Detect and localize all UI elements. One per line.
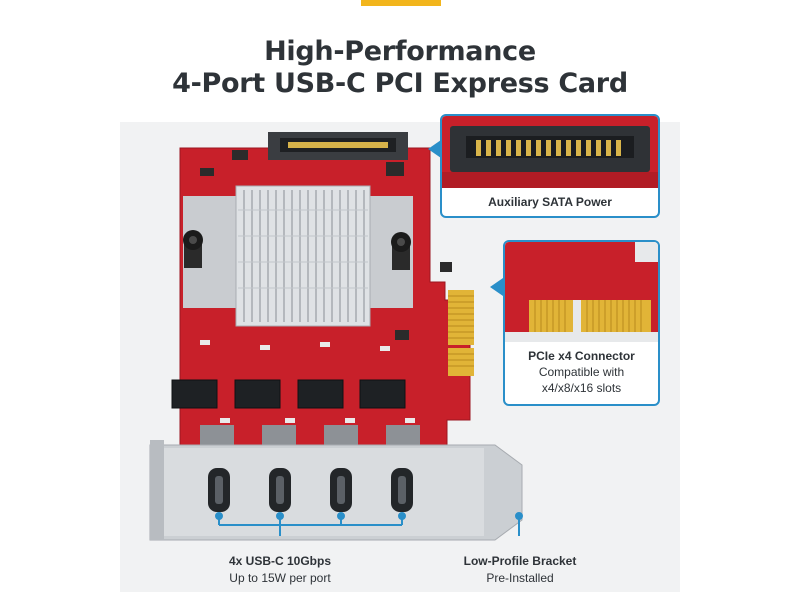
pcie-callout-pointer xyxy=(490,278,503,296)
bracket-label-line-2: Pre-Installed xyxy=(486,571,554,585)
pcie-callout: PCIe x4 Connector Compatible with x4/x8/… xyxy=(503,240,660,406)
low-profile-bracket xyxy=(149,440,523,541)
title-line-1: High-Performance xyxy=(264,36,536,67)
sata-callout: Auxiliary SATA Power xyxy=(440,114,660,218)
bracket-label-line-1: Low-Profile Bracket xyxy=(463,554,577,568)
accent-bar xyxy=(361,0,441,6)
usb-label-line-2: Up to 15W per port xyxy=(229,571,331,585)
title-line-2: 4-Port USB-C PCI Express Card xyxy=(172,68,628,99)
bracket-callout-line xyxy=(515,512,523,536)
pcie-callout-sub-2: x4/x8/x16 slots xyxy=(541,381,622,395)
bracket-label: Low-Profile Bracket Pre-Installed xyxy=(440,553,600,587)
usb-label-line-1: 4x USB-C 10Gbps xyxy=(228,554,332,568)
spring-screw-left xyxy=(183,230,203,268)
usb-c-port-1 xyxy=(208,468,230,512)
usb-label: 4x USB-C 10Gbps Up to 15W per port xyxy=(200,553,360,587)
sata-callout-label: Auxiliary SATA Power xyxy=(488,195,612,209)
pcie-callout-label: PCIe x4 Connector xyxy=(528,349,635,363)
heatsink xyxy=(183,185,413,327)
pcie-callout-sub-1: Compatible with xyxy=(538,365,625,379)
usb-callout-line xyxy=(215,512,406,536)
sata-connector-closeup xyxy=(442,116,658,188)
pcie-gold-fingers xyxy=(448,290,474,376)
page-title: High-Performance 4-Port USB-C PCI Expres… xyxy=(0,36,800,100)
sata-callout-pointer xyxy=(428,140,441,158)
sata-power-connector xyxy=(268,132,408,160)
usb-c-port-3 xyxy=(330,468,352,512)
spring-screw-right xyxy=(391,232,411,270)
pcie-connector-closeup xyxy=(505,242,658,342)
usb-c-port-2 xyxy=(269,468,291,512)
controller-chips xyxy=(171,379,406,409)
usb-c-port-4 xyxy=(391,468,413,512)
